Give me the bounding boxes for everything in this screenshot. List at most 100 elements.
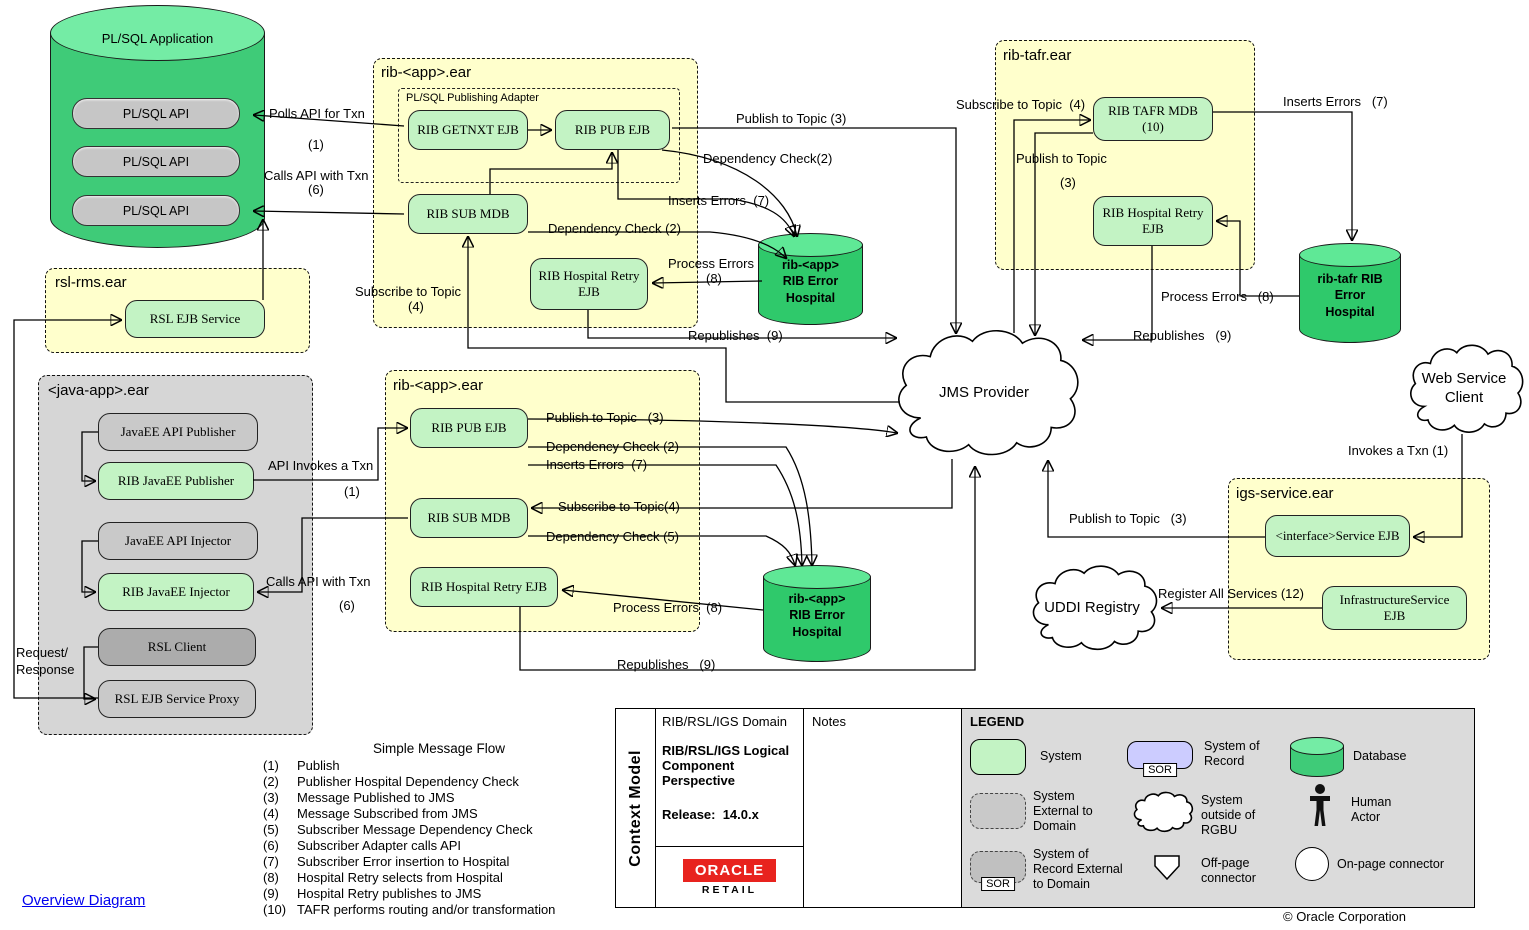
legend-system-swatch [970, 739, 1026, 775]
label-mid-publish: Publish to Topic (3) [546, 410, 664, 425]
label-inserts-errors-top: Inserts Errors (7) [668, 193, 770, 208]
tafr-mdb-line2: (10) [1142, 119, 1164, 134]
overview-diagram-link[interactable]: Overview Diagram [22, 892, 146, 909]
legend-onpage-label: On-page connector [1337, 857, 1445, 871]
flow-num: (5) [263, 822, 279, 837]
legend-rgbu-label: System outside of RGBU [1201, 793, 1256, 837]
context-title-cell: RIB/RSL/IGS Domain RIB/RSL/IGS Logical C… [656, 709, 804, 907]
hospital-mid-line1: rib-<app> [788, 592, 846, 606]
legend-sor-external-swatch: SOR [970, 851, 1026, 891]
infrastructure-service-ejb-node: InfrastructureService EJB [1322, 586, 1467, 630]
flow-text: Subscriber Error insertion to Hospital [297, 854, 510, 869]
label-tafr-process: Process Errors (8) [1161, 289, 1274, 304]
context-release: Release: 14.0.x [662, 807, 759, 822]
rsl-client-node: RSL Client [98, 628, 256, 666]
flow-num: (6) [263, 838, 279, 853]
oracle-retail-logo: ORACLE RETAIL [656, 846, 803, 907]
label-subscribe-top: Subscribe to Topic [355, 284, 461, 299]
igs-service-ear-container [1228, 478, 1490, 660]
legend-sor-external-label: System of Record External to Domain [1033, 847, 1123, 891]
legend-sor-swatch: SOR [1127, 741, 1193, 777]
flow-num: (8) [263, 870, 279, 885]
label-process-errors-top-num: (8) [706, 271, 722, 286]
legend-system-label: System [1040, 749, 1082, 763]
legend-external-swatch [970, 793, 1026, 829]
flow-item: (6) Subscriber Adapter calls API [263, 838, 555, 854]
label-mid-dep5: Dependency Check (5) [546, 529, 679, 544]
plsql-application-title: PL/SQL Application [101, 31, 214, 46]
rib-javaee-injector-node: RIB JavaEE Injector [98, 573, 254, 611]
flow-text: Publisher Hospital Dependency Check [297, 774, 519, 789]
label-dep-check-sub-top: Dependency Check (2) [548, 221, 681, 236]
context-model-rotated-cell: Context Model [616, 709, 656, 907]
context-perspective: RIB/RSL/IGS Logical Component Perspectiv… [662, 743, 790, 788]
context-model-rotated-label: Context Model [626, 749, 644, 867]
hospital-top-line1: rib-<app> [782, 258, 839, 272]
flow-text: Hospital Retry publishes to JMS [297, 886, 482, 901]
label-tafr-publish: Publish to Topic [1016, 151, 1107, 166]
label-response: Response [16, 662, 75, 677]
legend-title: LEGEND [970, 714, 1025, 729]
flow-text: Message Subscribed from JMS [297, 806, 478, 821]
flow-text: Subscriber Adapter calls API [297, 838, 462, 853]
label-register-services: Register All Services (12) [1158, 586, 1304, 601]
rib-app-ear-top-title: rib-<app>.ear [381, 64, 472, 81]
rib-sub-mdb-mid-node: RIB SUB MDB [410, 498, 528, 538]
label-calls-api-mid: Calls API with Txn [266, 574, 371, 589]
context-model-table: Context Model RIB/RSL/IGS Domain RIB/RSL… [615, 708, 1475, 908]
legend-human-label: Human Actor [1351, 795, 1392, 824]
infra-line1: InfrastructureService [1339, 591, 1450, 607]
rib-app-error-hospital-mid-db: rib-<app> RIB Error Hospital [763, 565, 871, 662]
interface-service-ejb-node: <interface>Service EJB [1265, 515, 1410, 557]
label-mid-subscribe: Subscribe to Topic(4) [558, 499, 680, 514]
legend-external-label: System External to Domain [1033, 789, 1093, 833]
rsl-ejb-service-node: RSL EJB Service [125, 300, 265, 338]
copyright-text: © Oracle Corporation [1283, 909, 1407, 924]
flow-num: (7) [263, 854, 279, 869]
label-api-invokes: API Invokes a Txn [268, 458, 374, 473]
flow-num: (3) [263, 790, 279, 805]
igs-service-ear-title: igs-service.ear [1236, 485, 1334, 502]
plsql-api-pill-3: PL/SQL API [72, 195, 240, 226]
oracle-logo-text: ORACLE [682, 858, 777, 882]
uddi-registry-cloud: UDDI Registry [1026, 563, 1158, 653]
label-request: Request/ [16, 645, 69, 660]
rsl-ejb-service-proxy-node: RSL EJB Service Proxy [98, 680, 256, 718]
sor-tag: SOR [1143, 763, 1177, 777]
ws-client-line2: Client [1444, 389, 1484, 406]
label-tafr-publish-num: (3) [1060, 175, 1076, 190]
hospital-tafr-line3: Hospital [1325, 304, 1375, 319]
label-calls-api-mid-num: (6) [339, 598, 355, 613]
flow-item: (7) Subscriber Error insertion to Hospita… [263, 854, 555, 870]
flow-text: Subscriber Message Dependency Check [297, 822, 533, 837]
notes-cell: Notes [804, 709, 962, 907]
flow-num: (9) [263, 886, 279, 901]
flow-num: (1) [263, 758, 279, 773]
flow-num: (10) [263, 902, 287, 917]
javaee-api-injector-node: JavaEE API Injector [98, 522, 258, 560]
label-calls-api-top-num: (6) [308, 182, 324, 197]
java-app-ear-title: <java-app>.ear [48, 382, 149, 399]
flow-text: Publish [297, 758, 340, 773]
notes-label: Notes [812, 714, 846, 729]
flow-num: (4) [263, 806, 279, 821]
label-dep-check-pub-top: Dependency Check(2) [703, 151, 833, 166]
hospital-top-line2: RIB Error [782, 274, 839, 289]
retry-top-line2: EJB [578, 284, 600, 299]
rib-pub-ejb-top-node: RIB PUB EJB [555, 110, 670, 150]
jms-provider-cloud: JMS Provider [888, 326, 1080, 460]
cloud-shape-icon [1026, 563, 1158, 653]
hospital-mid-line3: Hospital [792, 624, 842, 639]
plsql-api-pill-1: PL/SQL API [72, 98, 240, 129]
jms-provider-label: JMS Provider [938, 383, 1030, 401]
flow-item: (10)TAFR performs routing and/or transfo… [263, 902, 555, 918]
flow-item: (2)Publisher Hospital Dependency Check [263, 774, 555, 790]
label-mid-inserts: Inserts Errors (7) [546, 457, 648, 472]
legend-offpage-label: Off-page connector [1201, 856, 1256, 885]
rib-tafr-mdb-node: RIB TAFR MDB (10) [1093, 97, 1213, 141]
flow-item: (3)Message Published to JMS [263, 790, 555, 806]
label-tafr-subscribe: Subscribe to Topic (4) [956, 97, 1086, 112]
label-calls-api-top: Calls API with Txn [264, 168, 369, 183]
onpage-connector-icon [1295, 847, 1329, 881]
retail-logo-text: RETAIL [701, 883, 758, 896]
